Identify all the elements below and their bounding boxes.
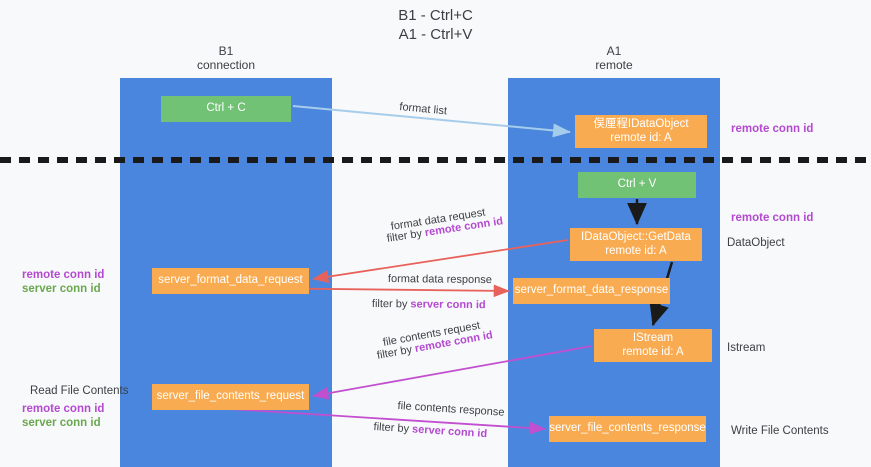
side-label-dataobject: DataObject — [727, 237, 785, 249]
side-label-server-conn-id-left: server conn id — [22, 283, 101, 295]
node-idataobject[interactable]: 俣厘程IDataObject remote id: A — [575, 115, 707, 148]
filter-prefix: filter by — [373, 421, 413, 436]
arrow-format-list — [292, 105, 571, 138]
side-label-read-file-contents: Read File Contents — [30, 385, 129, 397]
node-ctrl-c[interactable]: Ctrl + C — [161, 96, 291, 122]
side-label-server-conn-id-left-2: server conn id — [22, 417, 101, 429]
diagram-title: B1 - Ctrl+C A1 - Ctrl+V — [398, 7, 473, 43]
node-istream[interactable]: IStream remote id: A — [594, 329, 712, 362]
side-label-istream: Istream — [727, 342, 766, 354]
lane-heading-b1: B1 connection — [196, 44, 256, 72]
side-label-write-file-contents: Write File Contents — [731, 425, 829, 437]
node-server-file-contents-response[interactable]: server_file_contents_response — [549, 416, 706, 442]
side-label-conn-ids-bottom: remote conn id server conn id — [22, 402, 104, 430]
node-server-format-data-request[interactable]: server_format_data_request — [152, 268, 309, 294]
side-label-remote-conn-id-left: remote conn id — [22, 269, 105, 281]
filter-prefix: filter by — [371, 298, 411, 311]
node-idataobject-getdata[interactable]: IDataObject::GetData remote id: A — [570, 228, 702, 261]
arrow-label-format-data-response: format data response — [387, 273, 492, 287]
node-ctrl-v[interactable]: Ctrl + V — [578, 172, 696, 198]
lane-heading-a1: A1 remote — [595, 44, 633, 72]
side-label-remote-conn-id-left-2: remote conn id — [22, 403, 105, 415]
arrow-format-data-request — [312, 239, 569, 283]
arrow-file-contents-request — [312, 345, 593, 400]
side-label-remote-conn-id-top: remote conn id — [731, 123, 814, 135]
arrow-label-format-data-response-filter: filter by server conn id — [372, 298, 486, 311]
node-server-format-data-response[interactable]: server_format_data_response — [513, 278, 670, 304]
side-label-remote-conn-id-middle: remote conn id — [731, 212, 814, 224]
side-label-conn-ids-middle: remote conn id server conn id — [22, 268, 104, 296]
filter-key-server-conn-id: server conn id — [410, 298, 486, 312]
node-server-file-contents-request[interactable]: server_file_contents_request — [152, 384, 309, 410]
